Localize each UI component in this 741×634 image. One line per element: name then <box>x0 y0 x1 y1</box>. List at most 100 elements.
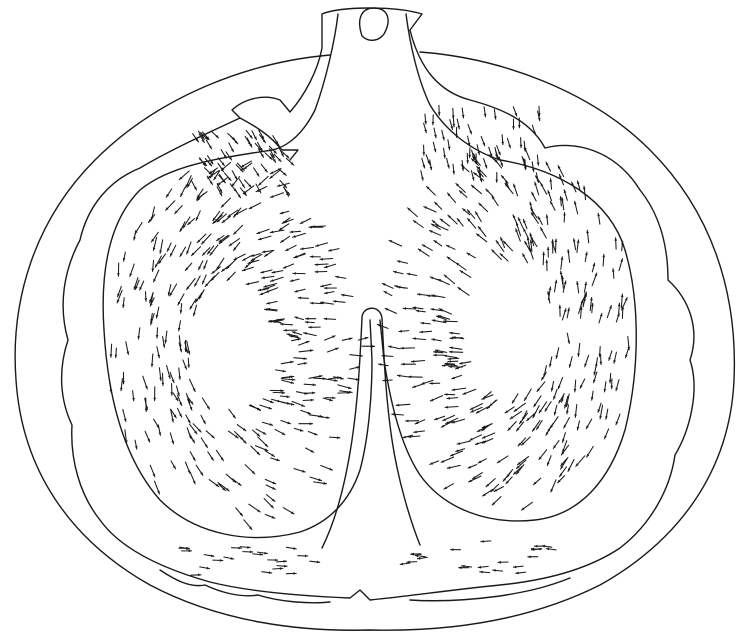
flow-arrow-left <box>208 452 214 461</box>
flow-arrow-left <box>293 233 306 237</box>
flow-arrow-left <box>262 422 272 426</box>
flow-arrow-right-top <box>468 125 472 134</box>
flow-arrow-rim <box>200 567 210 570</box>
flow-arrow-right <box>401 347 415 350</box>
flow-arrow-left <box>292 401 305 406</box>
flow-arrow-left <box>234 254 245 260</box>
flow-arrow-left <box>276 370 286 373</box>
flow-arrow-left <box>333 300 345 303</box>
flow-arrow-right <box>510 411 521 419</box>
flow-arrow-left <box>320 258 333 261</box>
flow-arrow-right <box>482 433 495 438</box>
flow-arrow-right <box>486 479 495 487</box>
flow-arrow-left <box>308 432 317 436</box>
flow-arrow-right <box>420 331 432 334</box>
flow-arrow-rim <box>516 572 526 575</box>
flow-arrow-left <box>324 379 337 382</box>
flow-arrow-right <box>551 480 556 492</box>
flow-arrow-left <box>327 348 338 352</box>
flow-arrow-left <box>272 399 281 402</box>
flow-arrow-left-top <box>226 152 232 160</box>
flow-arrow-left <box>242 267 253 271</box>
flow-arrow-left <box>195 276 201 286</box>
flow-arrow-right <box>619 259 623 271</box>
flow-arrow-left <box>221 198 230 207</box>
flow-arrow-left <box>348 378 359 381</box>
flow-arrow-right <box>541 183 547 194</box>
flow-arrow-left <box>323 398 332 401</box>
flow-arrow-rim <box>535 545 545 548</box>
flow-arrow-left <box>292 338 301 341</box>
flow-arrow-right <box>418 249 429 256</box>
flow-arrow-right <box>584 355 588 367</box>
flow-arrow-left <box>304 332 317 336</box>
flow-arrow-left <box>186 415 190 423</box>
flow-arrow-left <box>130 264 135 277</box>
flow-arrow-left <box>126 342 129 355</box>
flow-arrow-left <box>338 385 352 389</box>
flow-arrow-right <box>564 190 568 201</box>
flow-arrow-rim <box>298 555 308 558</box>
flow-arrow-right <box>616 380 620 391</box>
flow-arrow-left <box>325 336 336 341</box>
flow-arrow-right <box>613 352 616 363</box>
flow-arrow-left <box>290 279 299 282</box>
flow-arrow-left <box>179 171 189 180</box>
flow-arrow-left <box>300 218 311 223</box>
flow-arrow-right <box>577 240 580 253</box>
flow-arrow-right <box>533 478 540 484</box>
flow-arrow-left <box>316 243 328 247</box>
flow-arrow-right <box>508 422 516 431</box>
flow-arrow-right <box>551 381 554 391</box>
flow-arrow-right <box>543 366 546 377</box>
flow-arrow-left <box>280 211 289 214</box>
flow-arrow-left <box>196 211 200 221</box>
flow-arrow-right <box>406 420 419 423</box>
flow-arrow-left <box>298 362 307 365</box>
inner-membrane <box>62 8 694 600</box>
flow-arrow-left <box>151 260 154 271</box>
flow-arrow-rim <box>262 571 272 574</box>
flow-arrow-left <box>173 393 178 401</box>
flow-arrow-right <box>392 413 404 416</box>
flow-arrow-right <box>548 424 553 432</box>
flow-arrow-left <box>175 206 183 214</box>
flow-arrow-right <box>450 451 462 456</box>
flow-arrow-left-top <box>261 164 267 172</box>
flow-arrow-left <box>156 328 159 338</box>
flow-arrow-right <box>471 185 481 194</box>
flow-arrow-left <box>294 357 307 360</box>
flow-arrow-left <box>315 263 328 266</box>
flow-arrow-left-top <box>231 137 238 144</box>
flow-arrow-left <box>299 341 310 345</box>
flow-arrow-left <box>117 263 120 276</box>
flow-arrow-rim <box>480 571 490 574</box>
flow-arrow-right <box>448 215 457 224</box>
flow-arrow-right <box>505 184 513 194</box>
flow-arrow-right <box>478 459 486 463</box>
flow-arrow-right <box>492 250 502 260</box>
flow-arrow-left <box>170 433 174 444</box>
flow-arrow-left-top <box>192 181 197 190</box>
flow-arrow-left <box>122 298 125 308</box>
flow-arrow-left-top <box>246 130 252 138</box>
flow-arrow-left <box>162 373 165 385</box>
flow-arrow-left <box>206 431 214 438</box>
flow-arrow-rim <box>191 574 201 577</box>
flow-arrow-left <box>244 163 252 169</box>
flow-arrow-right <box>537 382 545 392</box>
flow-arrow-right-top <box>457 119 460 129</box>
flow-arrow-right <box>549 179 552 190</box>
flow-arrow-right <box>542 252 545 265</box>
flow-arrow-left <box>144 292 147 302</box>
flow-arrow-right <box>450 347 462 350</box>
flow-arrow-left <box>167 243 171 251</box>
flow-arrow-right <box>541 228 547 239</box>
flow-arrow-left <box>249 203 261 209</box>
flow-arrow-left <box>310 477 322 481</box>
flow-arrow-right <box>444 484 453 489</box>
flow-arrow-right <box>384 291 392 295</box>
flow-arrow-left <box>185 263 192 270</box>
